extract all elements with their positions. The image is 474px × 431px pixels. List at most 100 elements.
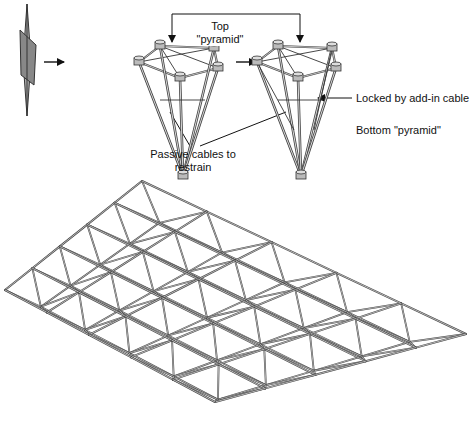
strut-highlight <box>315 361 365 375</box>
strut <box>217 364 219 399</box>
strut-highlight <box>336 273 401 304</box>
strut <box>295 273 336 290</box>
strut-highlight <box>218 385 266 399</box>
strut <box>100 265 153 292</box>
strut <box>32 268 40 307</box>
strut <box>126 316 173 340</box>
strut-highlight <box>87 203 114 225</box>
strut-highlight <box>115 181 142 203</box>
strut-highlight <box>5 290 47 312</box>
strut-highlight <box>32 268 40 307</box>
hub-top <box>331 62 341 66</box>
cable <box>139 48 214 62</box>
strut-highlight <box>285 273 337 283</box>
annotation-label: Bottom "pyramid" <box>356 124 474 137</box>
strut-highlight <box>172 340 219 364</box>
strut-highlight <box>143 232 175 252</box>
strut-highlight <box>295 273 336 290</box>
hub-top <box>273 40 283 44</box>
strut-highlight <box>32 268 79 292</box>
strut <box>115 181 142 203</box>
strut-highlight <box>100 265 153 292</box>
strut <box>172 323 213 340</box>
strut <box>219 349 265 364</box>
strut-highlight <box>264 349 315 375</box>
strut-highlight <box>254 290 295 307</box>
strut-highlight <box>213 323 264 349</box>
strut <box>131 340 172 357</box>
strut <box>264 349 266 385</box>
strut <box>298 68 336 78</box>
strut-highlight <box>215 388 265 402</box>
strut <box>310 319 356 334</box>
strut-highlight <box>199 279 255 306</box>
strut <box>143 252 154 291</box>
strut <box>218 385 266 399</box>
strut <box>315 361 365 375</box>
strut <box>79 292 85 330</box>
hub-top <box>134 56 144 60</box>
strut-highlight <box>310 334 314 371</box>
strut-highlight <box>175 212 207 232</box>
strut-highlight <box>246 290 296 300</box>
strut-highlight <box>278 46 301 176</box>
strut <box>188 261 235 272</box>
strut <box>207 212 272 243</box>
strut <box>100 244 130 265</box>
strut <box>115 203 175 232</box>
strut <box>310 334 314 371</box>
strut <box>207 300 246 318</box>
strut <box>215 388 265 402</box>
strut <box>60 246 71 285</box>
strut <box>111 272 162 298</box>
strut <box>264 349 315 375</box>
strut-highlight <box>188 261 235 272</box>
strut <box>199 279 207 318</box>
hub-top <box>252 56 262 60</box>
strut-highlight <box>180 68 218 78</box>
strut-highlight <box>173 380 215 402</box>
strut <box>401 303 466 334</box>
truss-grid <box>5 181 466 402</box>
strut <box>180 68 218 78</box>
strut-highlight <box>235 261 246 300</box>
strut-highlight <box>162 279 199 298</box>
cable <box>160 100 205 101</box>
hub-top <box>296 170 306 174</box>
strut <box>172 340 174 376</box>
hub-top <box>175 72 185 76</box>
strut <box>298 78 301 176</box>
strut <box>175 232 235 261</box>
strut-highlight <box>285 282 348 312</box>
strut-highlight <box>217 364 219 399</box>
strut-highlight <box>143 252 154 291</box>
strut <box>172 340 219 364</box>
strut <box>130 232 175 244</box>
strut-highlight <box>115 203 175 232</box>
strut <box>143 232 175 252</box>
strut-highlight <box>60 246 111 272</box>
strut-highlight <box>111 272 162 298</box>
strut-highlight <box>298 78 301 176</box>
strut <box>89 335 131 357</box>
strut <box>217 360 266 385</box>
strut <box>174 376 218 399</box>
strut <box>100 252 143 265</box>
strut <box>129 353 173 376</box>
strut <box>87 203 114 225</box>
hub-top <box>293 72 303 76</box>
strut <box>272 242 337 273</box>
strut <box>264 334 310 349</box>
strut <box>222 242 272 252</box>
strut-highlight <box>207 300 246 318</box>
strut-highlight <box>254 307 310 334</box>
strut <box>285 273 337 283</box>
strut <box>310 334 366 361</box>
strut-highlight <box>87 225 143 252</box>
strut-highlight <box>5 268 32 290</box>
strut <box>130 244 188 272</box>
strut <box>162 298 213 324</box>
strut-highlight <box>416 334 466 348</box>
strut <box>79 272 111 292</box>
